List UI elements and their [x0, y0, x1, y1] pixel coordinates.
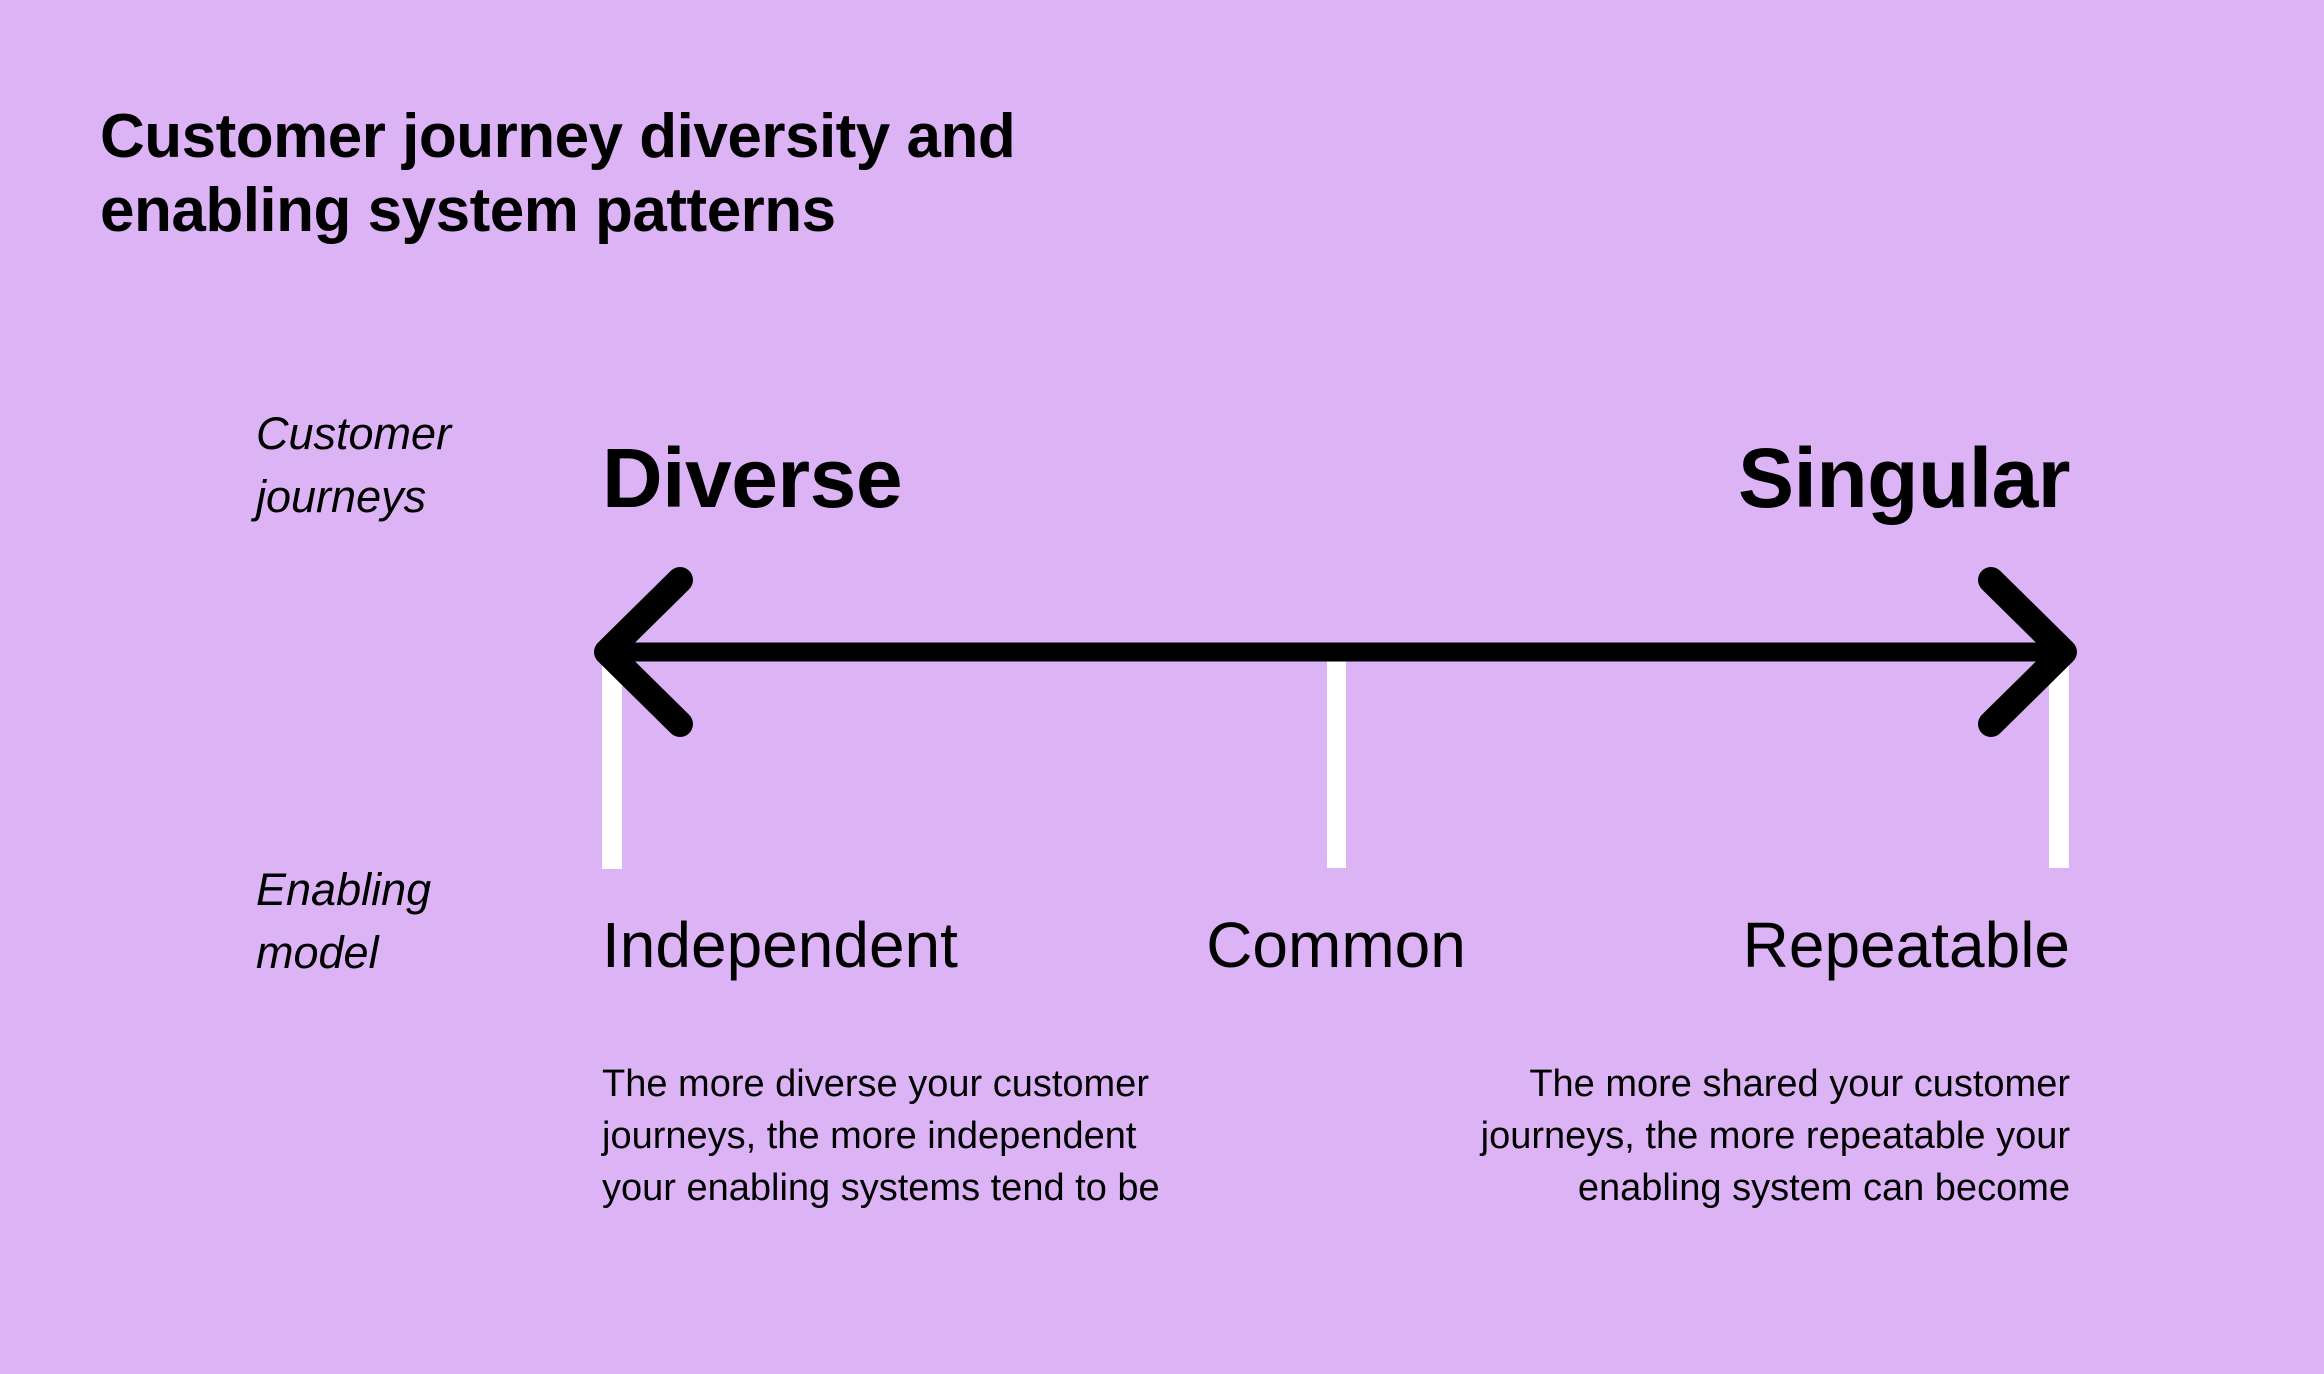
independent-label: Independent	[602, 909, 958, 981]
diverse-endpoint-label: Diverse	[602, 431, 903, 525]
enabling-model-axis-label: Enabling model	[256, 864, 432, 978]
tick-repeatable	[2049, 660, 2069, 868]
left-arrowhead-icon	[594, 567, 693, 737]
diagram-title: Customer journey diversity and enabling …	[100, 102, 1016, 245]
independent-description: The more diverse your customer journeys,…	[602, 1063, 1160, 1209]
customer-journeys-axis-label: Customer journeys	[256, 408, 452, 522]
repeatable-description: The more shared your customer journeys, …	[1480, 1063, 2070, 1209]
common-label: Common	[1206, 909, 1466, 981]
tick-independent	[602, 660, 622, 869]
repeatable-label: Repeatable	[1742, 909, 2070, 981]
tick-common	[1327, 660, 1346, 868]
singular-endpoint-label: Singular	[1737, 431, 2071, 525]
right-arrowhead-icon	[1978, 567, 2077, 737]
